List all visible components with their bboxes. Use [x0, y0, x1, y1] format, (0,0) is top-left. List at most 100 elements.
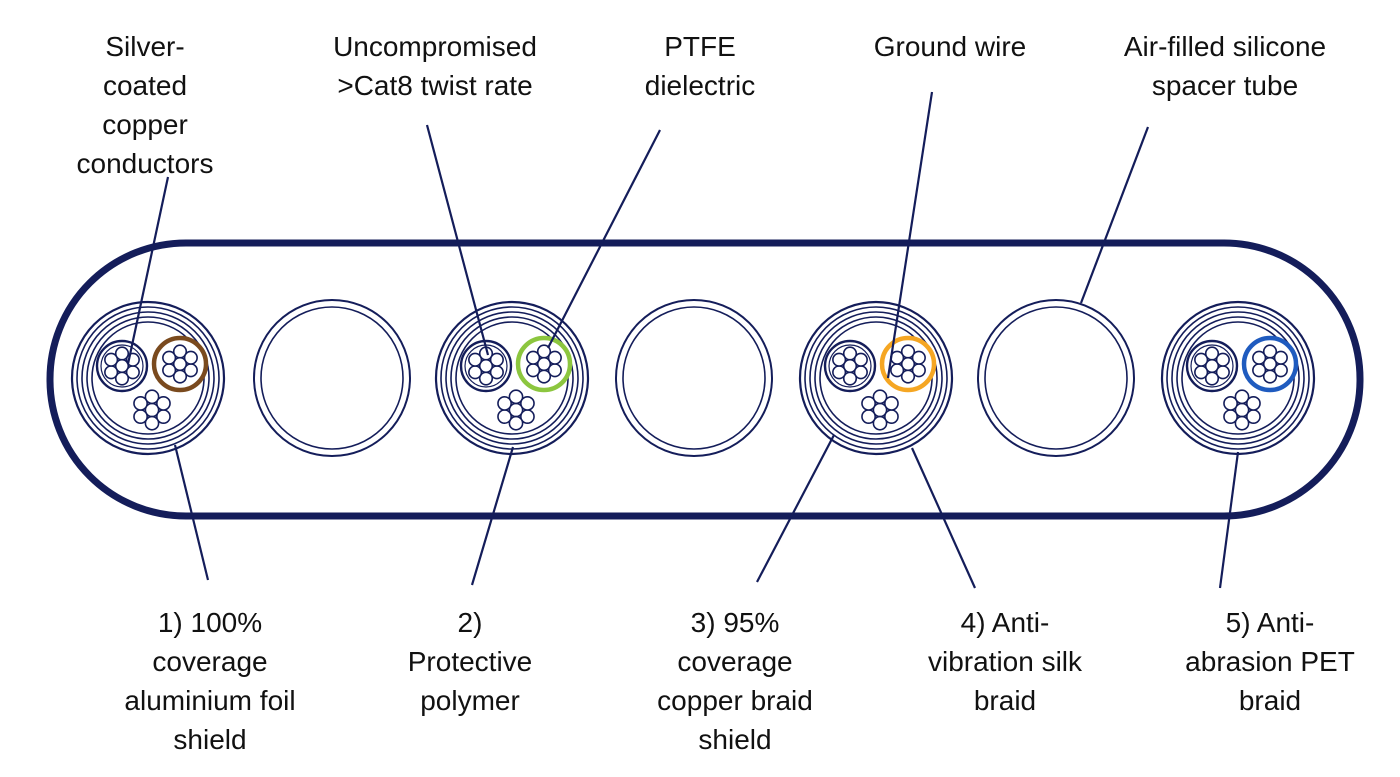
- strand: [144, 389, 160, 405]
- strand: [1262, 369, 1278, 384]
- shield-layer: [814, 316, 938, 440]
- conductor-strand-bundle: [861, 389, 899, 431]
- strand: [526, 363, 541, 378]
- leader-line: [756, 434, 835, 583]
- leader-line: [886, 91, 934, 379]
- leader-lines: [126, 91, 1240, 589]
- strand: [1223, 395, 1238, 411]
- strand: [114, 371, 130, 386]
- twisted-pair-unit: [798, 300, 954, 456]
- strand: [547, 350, 562, 365]
- label-foil-shield: 1) 100% coverage aluminium foil shield: [124, 607, 296, 755]
- label-silk-braid: 4) Anti- vibration silk braid: [927, 607, 1083, 716]
- strand: [911, 350, 926, 365]
- shield-layer: [86, 316, 210, 440]
- strand: [172, 369, 188, 384]
- shield-layer: [1166, 306, 1310, 450]
- spacer-tube-outer: [977, 299, 1135, 457]
- cable-jacket-outline: [46, 239, 1364, 520]
- label-twist-rate: Uncompromised >Cat8 twist rate: [333, 31, 537, 101]
- shield-layer: [1176, 316, 1300, 440]
- conductor-strand-bundle: [468, 346, 504, 386]
- shield-layer: [445, 311, 579, 445]
- leader-line: [173, 444, 210, 581]
- strand: [536, 369, 552, 384]
- spacer-tube-inner: [984, 306, 1128, 450]
- spacer-tube: [615, 299, 773, 457]
- label-protective-polymer: 2) Protective polymer: [407, 607, 533, 716]
- leader-line: [126, 176, 170, 365]
- leader-line: [910, 447, 977, 589]
- strand: [853, 352, 868, 367]
- strand: [1234, 389, 1250, 405]
- strand: [508, 389, 524, 405]
- strand: [172, 344, 188, 359]
- strand: [497, 409, 512, 424]
- strand: [861, 409, 876, 424]
- spacer-tube-inner: [260, 306, 404, 450]
- spacer-tube: [253, 299, 411, 457]
- strand: [832, 365, 847, 380]
- spacer-tube-inner: [622, 306, 766, 450]
- conductor-strand-bundle: [526, 344, 562, 384]
- leader-line: [547, 129, 661, 349]
- cable-cores: [70, 299, 1316, 457]
- strand: [104, 352, 119, 367]
- leader-line: [1079, 126, 1150, 304]
- strand: [884, 395, 899, 411]
- shield-layer: [450, 316, 574, 440]
- strand: [900, 369, 916, 384]
- strand: [489, 352, 504, 367]
- label-copper-braid-shield: 3) 95% coverage copper braid shield: [657, 607, 813, 755]
- spacer-tube-outer: [253, 299, 411, 457]
- strand: [842, 346, 858, 361]
- strand: [890, 363, 905, 378]
- shield-layer: [76, 306, 220, 450]
- strand: [1194, 365, 1209, 380]
- strand: [1204, 346, 1220, 361]
- strand: [872, 389, 888, 405]
- strand: [1215, 352, 1230, 367]
- strand: [1246, 395, 1261, 411]
- conductor-strand-bundle: [162, 344, 198, 384]
- label-ground-wire: Ground wire: [873, 31, 1027, 62]
- leader-line: [1218, 451, 1240, 589]
- conductor-strand-bundle: [1223, 389, 1261, 431]
- twisted-pair-unit: [1160, 300, 1316, 456]
- strand: [156, 395, 171, 411]
- dielectric-ring: [828, 344, 872, 388]
- strand: [497, 395, 512, 411]
- strand: [468, 365, 483, 380]
- shield-layer: [804, 306, 948, 450]
- strand: [162, 363, 177, 378]
- conductor-strand-bundle: [497, 389, 535, 431]
- conductor-strand-bundle: [104, 346, 140, 386]
- label-ptfe-dielectric: PTFE dielectric: [644, 31, 756, 101]
- strand: [520, 395, 535, 411]
- strand: [183, 350, 198, 365]
- conductor-strand-bundle: [1194, 346, 1230, 386]
- strand: [1262, 344, 1278, 359]
- strand: [526, 350, 541, 365]
- strand: [133, 395, 148, 411]
- strand: [872, 415, 888, 431]
- strand: [1273, 350, 1288, 365]
- conductor-strand-bundle: [133, 389, 171, 431]
- shield-layer: [1171, 311, 1305, 445]
- strand: [508, 415, 524, 431]
- strand: [1194, 352, 1209, 367]
- label-silver-coated-copper-conductors: Silver- coated copper conductors: [76, 31, 214, 179]
- label-spacer-tube: Air-filled silicone spacer tube: [1123, 31, 1327, 101]
- strand: [1223, 409, 1238, 424]
- twisted-pair-unit: [70, 300, 226, 456]
- strand: [1234, 415, 1250, 431]
- dielectric-ring: [100, 344, 144, 388]
- strand: [133, 409, 148, 424]
- strand: [1252, 350, 1267, 365]
- spacer-tube-outer: [615, 299, 773, 457]
- strand: [536, 344, 552, 359]
- leader-line: [470, 446, 515, 586]
- strand: [900, 344, 916, 359]
- leader-line: [425, 124, 490, 356]
